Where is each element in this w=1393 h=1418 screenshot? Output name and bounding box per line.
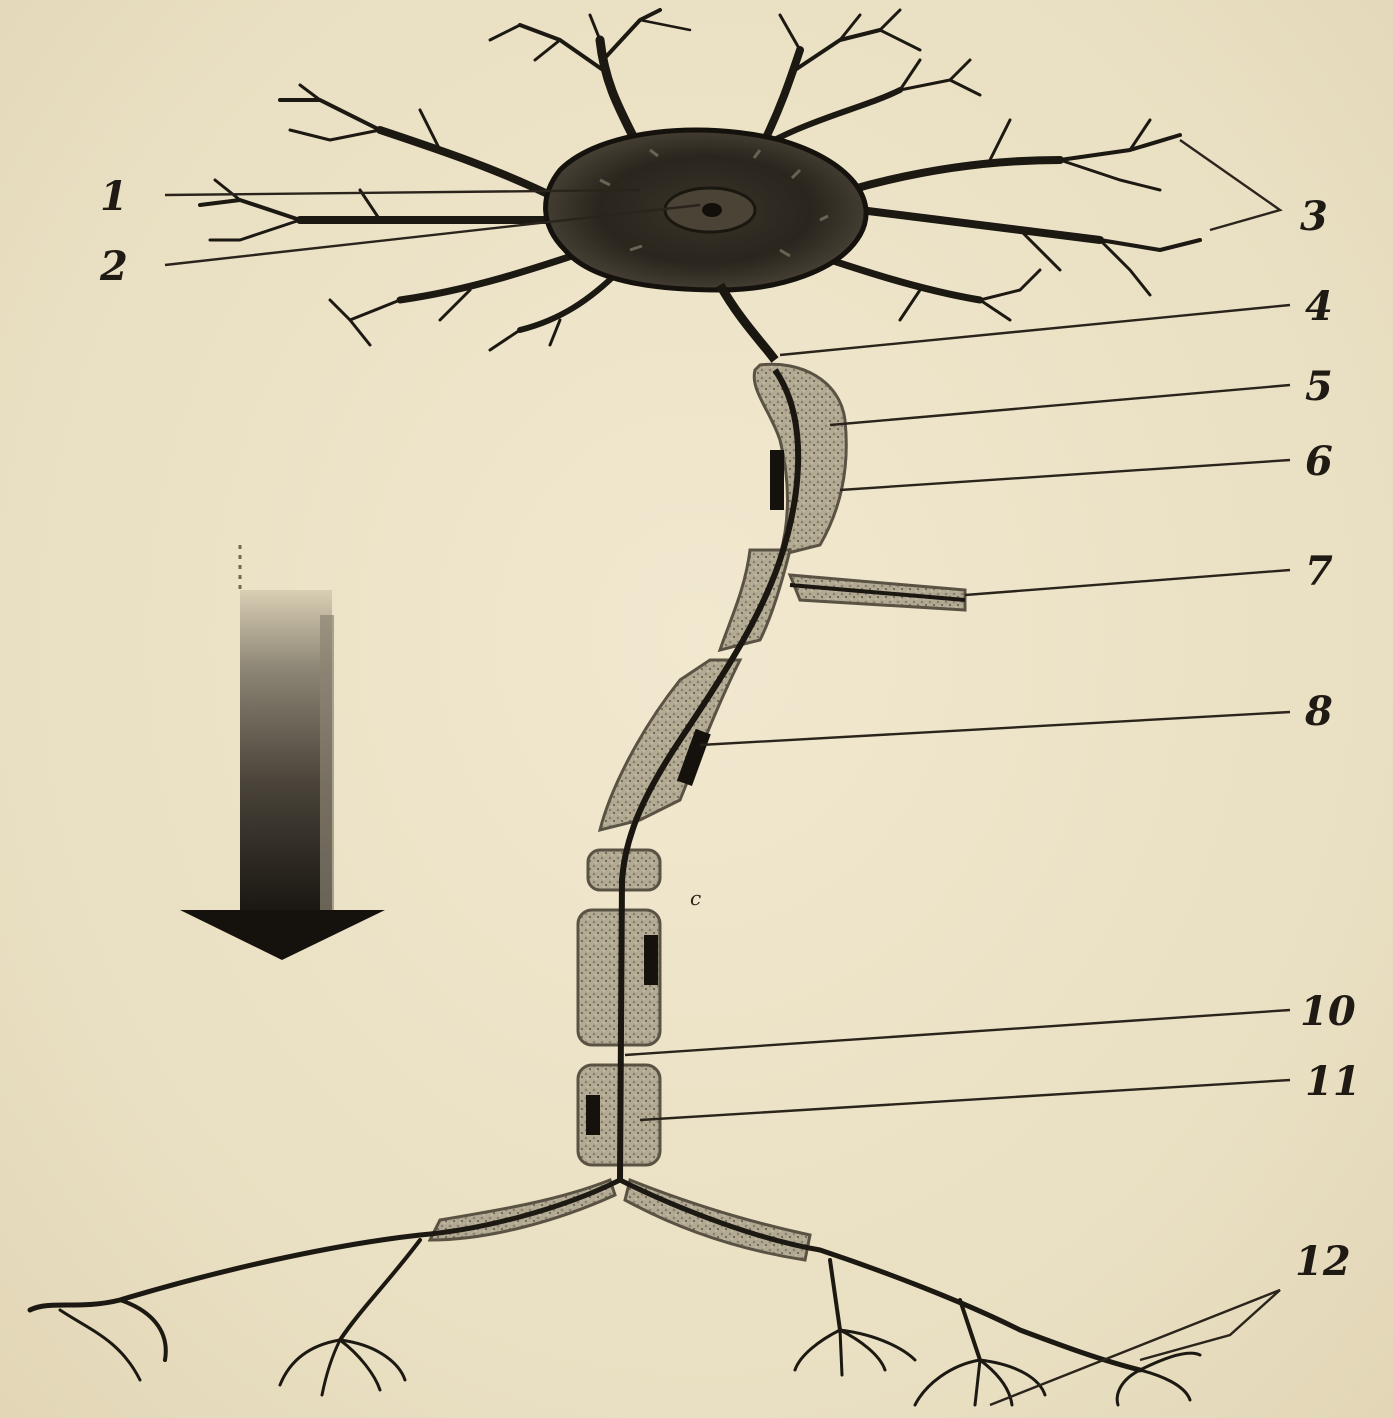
label-3: 3 (1300, 193, 1328, 240)
label-8: 8 (1304, 688, 1333, 735)
leader-3 (1180, 140, 1280, 230)
arrow-shaft (240, 590, 332, 910)
axon-hillock (720, 285, 775, 360)
label-10: 10 (1300, 988, 1356, 1035)
label-1: 1 (100, 173, 128, 220)
cell-body (546, 130, 867, 290)
label-12: 12 (1295, 1238, 1351, 1285)
nucleolus (702, 203, 722, 217)
label-2: 2 (99, 243, 128, 290)
leader-8 (700, 712, 1290, 745)
schwann-nucleus (644, 935, 658, 985)
label-5: 5 (1305, 363, 1333, 410)
label-11: 11 (1305, 1058, 1361, 1105)
label-6: 6 (1305, 438, 1333, 485)
label-9: c (690, 886, 701, 910)
impulse-direction-arrow (180, 545, 385, 960)
leader-11 (640, 1080, 1290, 1120)
leader-7 (965, 570, 1290, 595)
leader-6 (840, 460, 1290, 490)
leader-4 (780, 305, 1290, 355)
leader-10 (625, 1010, 1290, 1055)
schwann-nucleus (770, 450, 784, 510)
leader-5 (830, 385, 1290, 425)
arrow-head (180, 910, 385, 960)
label-4: 4 (1305, 283, 1333, 330)
label-7: 7 (1305, 548, 1333, 595)
schwann-nucleus (586, 1095, 600, 1135)
leader-12 (990, 1290, 1280, 1405)
axon-terminals (30, 1180, 1200, 1405)
